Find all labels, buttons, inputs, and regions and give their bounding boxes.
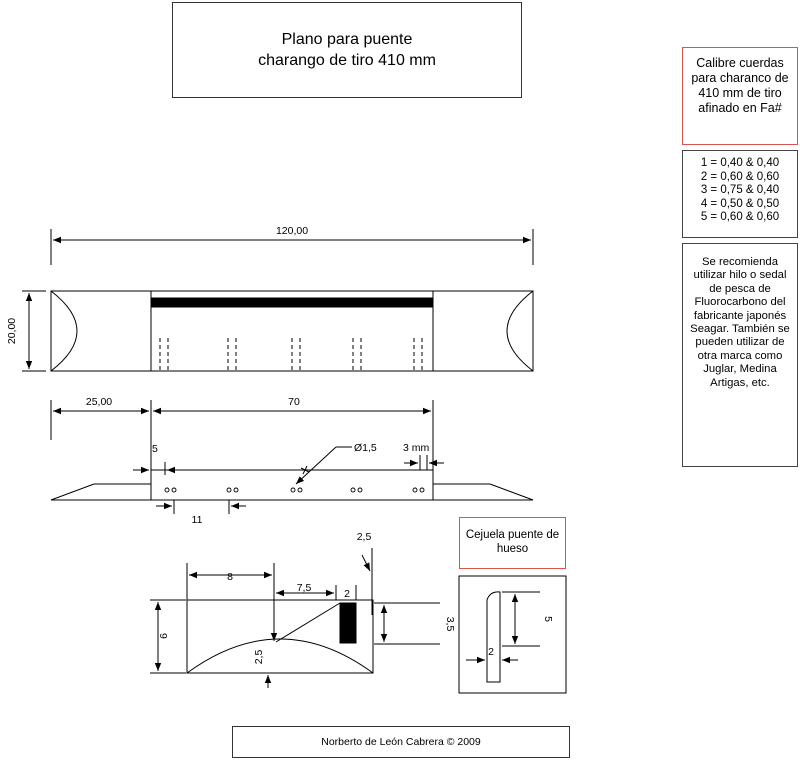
dim-text-offset: 25,00 [86,396,112,408]
gauge-item: 2 = 0,60 & 0,60 [700,170,780,183]
dim-text-span: 70 [288,396,300,408]
dim-text-arc: 2,5 [253,650,265,665]
right-wing-curve [506,290,534,372]
dim-text-2: 2 [344,588,350,600]
dim-text-gap: 3 mm [403,442,430,454]
gauge-item: 3 = 0,75 & 0,40 [700,184,780,196]
cejuela-title: Cejuela puente de hueso [459,517,566,569]
title-line-2: charango de tiro 410 mm [258,52,436,69]
dim-text-8: 8 [227,571,233,583]
title-line-1: Plano para puente [281,31,413,48]
gauge-note-title: Calibre cuerdas para charanco de 410 mm … [682,47,798,145]
dim-text-hole: Ø1,5 [354,442,377,454]
left-wing-profile [50,483,151,501]
cejuela-detail-frame [458,575,567,694]
dim-text-edge: 5 [152,443,158,455]
bridge-front-outline [150,469,434,501]
bridge-center-block [150,290,434,372]
saddle-slot [150,297,434,308]
dim-text-spacing: 11 [192,514,203,526]
right-wing-profile [433,483,534,501]
saddle-section [339,602,357,644]
dim-text-3-5: 3,5 [444,617,456,632]
gauge-list: 1 = 0,40 & 0,40 2 = 0,60 & 0,60 3 = 0,75… [682,150,798,238]
bridge-profile-outline [186,599,374,674]
dim-text-6: 6 [158,633,170,639]
gauge-item: 1 = 0,40 & 0,40 [700,157,780,169]
title-box: Plano para puente charango de tiro 410 m… [172,2,522,98]
dim-text-7-5: 7,5 [297,582,312,594]
cejuela-dim-height: 5 [542,616,554,622]
footer: Norberto de León Cabrera © 2009 [232,726,570,758]
profile-arc [186,638,374,674]
gauge-item: 4 = 0,50 & 0,50 [700,197,780,210]
left-wing-curve [50,290,78,372]
dim-text-2-5: 2,5 [357,531,372,543]
gauge-item: 5 = 0,60 & 0,60 [700,211,780,223]
cejuela-dim-width: 2 [488,646,494,658]
dim-text-height: 20,00 [6,318,18,344]
recommendation-note: Se recomienda utilizar hilo o sedal de p… [682,243,798,467]
dim-text-length: 120,00 [276,225,308,237]
cejuela-profile [486,591,501,683]
